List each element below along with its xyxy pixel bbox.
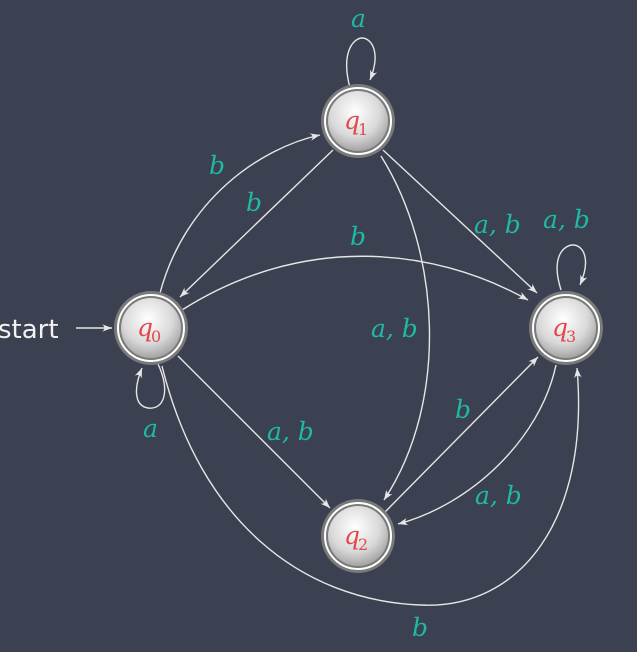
edge-label-q1-q1: a xyxy=(351,4,366,33)
start-label: start xyxy=(0,315,59,345)
edge-q1-q1 xyxy=(345,37,378,89)
edge-q2-q3 xyxy=(384,356,539,513)
edge-label-q3-q2: a, b xyxy=(475,481,522,510)
state-accept-ring xyxy=(324,87,392,155)
edge-label-q1-q0: b xyxy=(246,188,262,217)
state-index: 0 xyxy=(151,327,161,346)
edge-label-q0-q1: b xyxy=(209,151,225,180)
edge-q1-q2 xyxy=(380,155,431,501)
state-body xyxy=(121,298,181,358)
edge-label-q0-q3: b xyxy=(350,222,366,251)
edge-label-q0-q0: a xyxy=(143,414,158,443)
edge-label-q0-q3-bottom: b xyxy=(412,613,428,642)
state-body xyxy=(536,298,596,358)
state-letter: q xyxy=(137,313,153,342)
edge-q1-q0 xyxy=(179,149,334,298)
start-indicator: start xyxy=(0,315,112,345)
edge-q0-q2 xyxy=(177,355,331,509)
state-body xyxy=(328,506,388,566)
state-letter: q xyxy=(552,313,568,342)
state-accept-ring xyxy=(117,294,185,362)
state-q2: q 2 xyxy=(321,499,395,573)
state-letter: q xyxy=(344,106,360,135)
state-body xyxy=(328,91,388,151)
edges xyxy=(134,37,588,606)
state-q3: q 3 xyxy=(529,291,603,365)
edge-q0-q1 xyxy=(159,133,321,294)
state-accept-ring xyxy=(532,294,600,362)
edge-label-q1-q3: a, b xyxy=(474,210,521,239)
state-index: 3 xyxy=(566,327,576,346)
edge-q0-q0 xyxy=(134,363,166,409)
state-q1: q 1 xyxy=(321,84,395,158)
edge-q0-q3-bottom xyxy=(161,365,582,606)
state-letter: q xyxy=(344,521,360,550)
state-index: 2 xyxy=(358,535,368,554)
edge-q1-q3 xyxy=(382,149,538,294)
state-q0: q 0 xyxy=(114,291,188,365)
edge-q0-q3 xyxy=(181,255,529,311)
edge-label-q1-q2: a, b xyxy=(371,314,418,343)
edge-label-q0-q2: a, b xyxy=(267,417,314,446)
state-accept-ring xyxy=(324,502,392,570)
state-index: 1 xyxy=(358,120,368,139)
edge-label-q2-q3: b xyxy=(455,395,471,424)
edge-q3-q3 xyxy=(556,244,588,291)
edge-labels: a b b b a, b a, b a, b a a, b b a, b b xyxy=(143,4,590,642)
edge-label-q3-q3: a, b xyxy=(543,205,590,234)
edge-q3-q2 xyxy=(397,364,557,526)
